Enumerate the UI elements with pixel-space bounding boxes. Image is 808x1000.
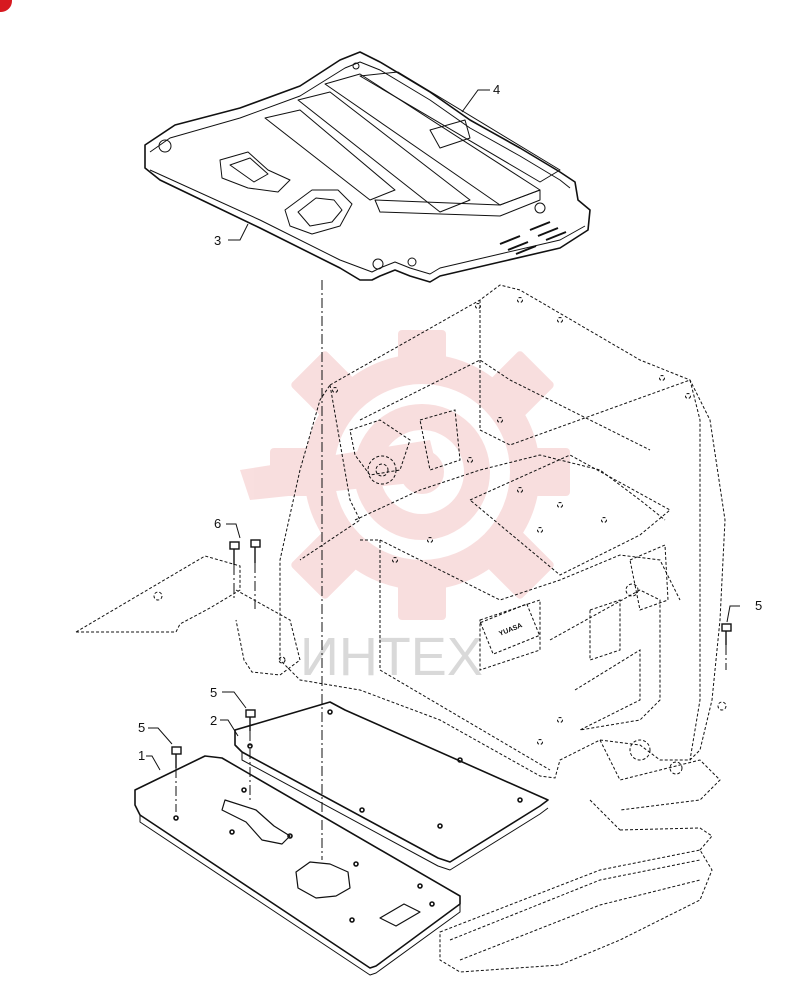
- callout-6: 6: [214, 516, 221, 531]
- callout-3: 3: [214, 233, 221, 248]
- bolt-6-pair: [229, 539, 261, 565]
- battery-outline: [479, 603, 541, 655]
- callout-1: 1: [138, 748, 145, 763]
- callouts: 4 3 6 5 5 5 2 1: [138, 82, 762, 763]
- callout-2: 2: [210, 713, 217, 728]
- machine-frame-phantom: [74, 284, 727, 973]
- bolt-5-middle: [245, 709, 256, 731]
- plate-part-1: [134, 755, 461, 976]
- callout-leaders: [146, 89, 740, 771]
- bolt-5-left: [171, 746, 182, 768]
- assembly-centerlines: [175, 280, 727, 860]
- plate-part-2: [234, 701, 549, 871]
- callout-5-right: 5: [755, 598, 762, 613]
- watermark-text: ИНТЕХ: [300, 627, 483, 687]
- callout-4: 4: [493, 82, 500, 97]
- battery-label: YUASA: [498, 622, 523, 638]
- callout-5-left: 5: [138, 720, 145, 735]
- watermark-logo: [240, 330, 570, 620]
- top-cover-part: [144, 51, 591, 283]
- bolt-5-right: [721, 623, 732, 645]
- callout-5-middle: 5: [210, 685, 217, 700]
